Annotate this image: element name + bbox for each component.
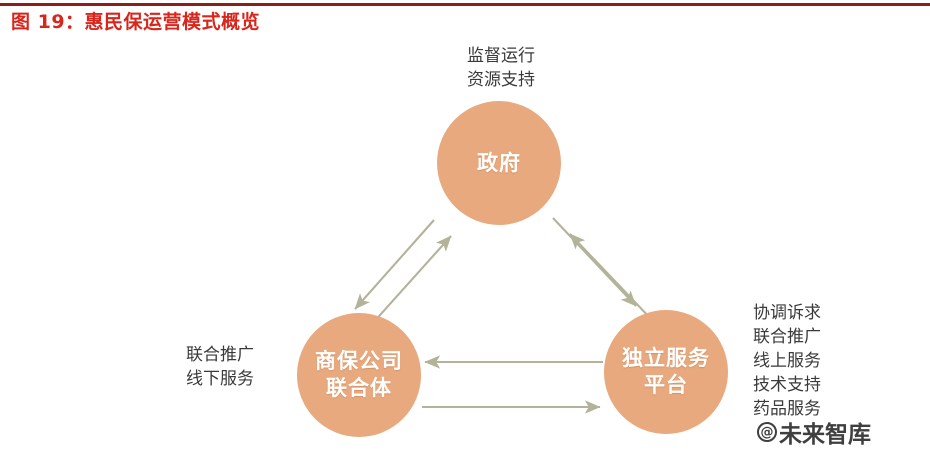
node-insurers[interactable]: 商保公司 联合体: [297, 313, 421, 437]
annotation-insurers: 联合推广 线下服务: [186, 343, 296, 391]
arrow-layer: [354, 217, 654, 414]
node-platform-line-2: 平台: [644, 373, 688, 397]
annotation-platform-line-4: 技术支持: [753, 375, 821, 395]
annotation-insurers-line-1: 联合推广: [186, 345, 254, 365]
figure-title: 图 19：惠民保运营模式概览: [11, 11, 261, 33]
at-symbol-icon: @: [757, 422, 777, 442]
annotation-platform-line-1: 协调诉求: [753, 303, 821, 323]
node-insurers-line-1: 商保公司: [315, 349, 403, 373]
arrow-insurers-to-government: [371, 235, 452, 325]
arrow-platform-to-government: [569, 233, 654, 322]
annotation-platform: 协调诉求 联合推广 线上服务 技术支持 药品服务: [753, 301, 873, 421]
node-government[interactable]: 政府: [437, 101, 561, 225]
watermark: @ 未来智库: [757, 415, 871, 449]
header-rule: [0, 3, 930, 6]
node-insurers-line-2: 联合体: [326, 376, 392, 400]
annotation-government-line-2: 资源支持: [467, 70, 535, 90]
annotation-insurers-line-2: 线下服务: [186, 369, 254, 389]
diagram-canvas: 政府 商保公司 联合体 独立服务 平台 监督运行 资源支持 联合推广 线下服务 …: [0, 38, 930, 454]
annotation-platform-line-5: 药品服务: [753, 399, 821, 419]
arrow-government-to-platform: [552, 217, 637, 307]
annotation-platform-line-2: 联合推广: [753, 327, 821, 347]
node-platform[interactable]: 独立服务 平台: [604, 310, 728, 434]
node-government-line-1: 政府: [477, 150, 521, 175]
annotation-platform-line-3: 线上服务: [753, 351, 821, 371]
annotation-government: 监督运行 资源支持: [446, 44, 556, 92]
arrow-government-to-insurers: [354, 219, 435, 310]
watermark-label: 未来智库: [779, 422, 871, 448]
node-platform-line-1: 独立服务: [622, 346, 710, 370]
annotation-government-line-1: 监督运行: [467, 46, 535, 66]
